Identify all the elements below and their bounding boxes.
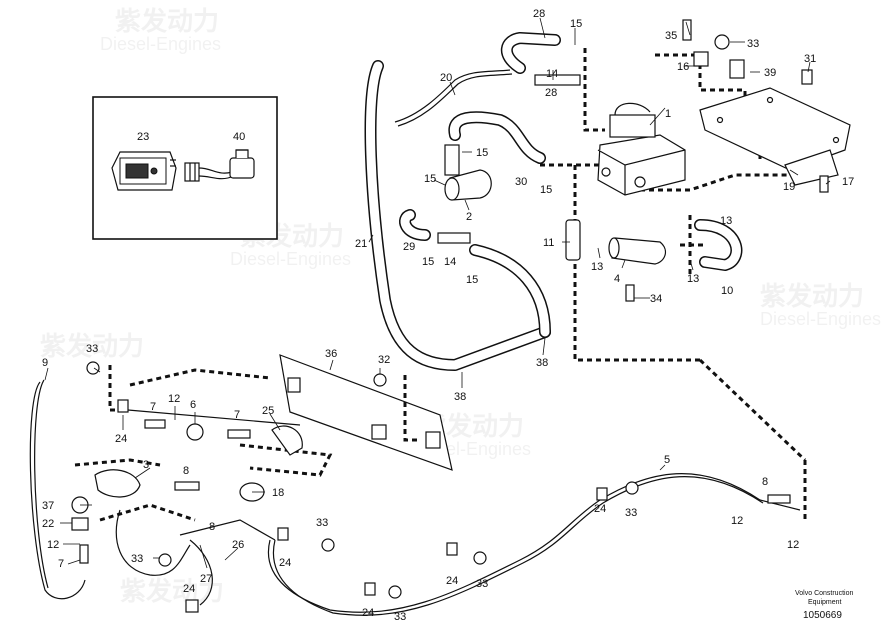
callout-25: 25 bbox=[262, 405, 274, 417]
callout-28: 28 bbox=[545, 87, 557, 99]
bracket-19 bbox=[699, 87, 851, 186]
callout-28: 28 bbox=[533, 8, 545, 20]
callout-22: 22 bbox=[42, 518, 54, 530]
svg-text:紫发动力: 紫发动力 bbox=[40, 331, 144, 361]
svg-text:紫发动力: 紫发动力 bbox=[120, 576, 224, 606]
callout-7: 7 bbox=[150, 401, 156, 413]
callout-24: 24 bbox=[362, 607, 374, 619]
callout-33: 33 bbox=[316, 517, 328, 529]
control-panel-23 bbox=[111, 151, 177, 191]
callout-27: 27 bbox=[200, 573, 212, 585]
callout-15: 15 bbox=[422, 256, 434, 268]
callout-33: 33 bbox=[394, 611, 406, 623]
callout-13: 13 bbox=[591, 261, 603, 273]
harness-40 bbox=[184, 149, 255, 182]
svg-text:Diesel-Engines: Diesel-Engines bbox=[230, 249, 351, 269]
callout-33: 33 bbox=[476, 578, 488, 590]
callout-11: 11 bbox=[543, 237, 554, 249]
callout-34: 34 bbox=[650, 293, 662, 305]
callout-24: 24 bbox=[446, 575, 458, 587]
callout-20: 20 bbox=[440, 72, 452, 84]
svg-text:Diesel-Engines: Diesel-Engines bbox=[760, 309, 881, 329]
clips-24 bbox=[86, 361, 639, 599]
callout-17: 17 bbox=[842, 176, 854, 188]
callout-15: 15 bbox=[476, 147, 488, 159]
callout-15: 15 bbox=[570, 18, 582, 30]
callout-12: 12 bbox=[168, 393, 180, 405]
callout-13: 13 bbox=[720, 215, 732, 227]
callout-29: 29 bbox=[403, 241, 415, 253]
callout-9: 9 bbox=[42, 357, 48, 369]
svg-text:紫发动力: 紫发动力 bbox=[115, 6, 219, 36]
callout-10: 10 bbox=[721, 285, 733, 297]
callout-18: 18 bbox=[272, 487, 284, 499]
callout-12: 12 bbox=[731, 515, 743, 527]
callout-14: 14 bbox=[444, 256, 456, 268]
callout-2: 2 bbox=[466, 211, 472, 223]
callout-37: 37 bbox=[42, 500, 54, 512]
mounting-plate-36 bbox=[279, 354, 453, 471]
callout-14: 14 bbox=[546, 68, 558, 80]
callout-13: 13 bbox=[687, 273, 699, 285]
callout-5: 5 bbox=[664, 454, 670, 466]
callout-26: 26 bbox=[232, 539, 244, 551]
callout-21: 21 bbox=[355, 238, 367, 250]
callout-33: 33 bbox=[747, 38, 759, 50]
caption-line-2: Equipment bbox=[808, 599, 842, 606]
callout-7: 7 bbox=[58, 558, 64, 570]
callout-6: 6 bbox=[190, 399, 196, 411]
caption: Volvo Construction Equipment 1050669 bbox=[795, 590, 853, 621]
callout-24: 24 bbox=[115, 433, 127, 445]
callout-7: 7 bbox=[234, 409, 240, 421]
callout-33: 33 bbox=[86, 343, 98, 355]
callout-35: 35 bbox=[665, 30, 677, 42]
callout-32: 32 bbox=[378, 354, 390, 366]
svg-text:紫发动力: 紫发动力 bbox=[760, 281, 864, 311]
callout-36: 36 bbox=[325, 348, 337, 360]
callout-12: 12 bbox=[47, 539, 59, 551]
coolant-hoses bbox=[364, 32, 743, 371]
callout-38: 38 bbox=[454, 391, 466, 403]
callout-15: 15 bbox=[540, 184, 552, 196]
callout-3: 3 bbox=[143, 459, 149, 471]
bolts bbox=[625, 19, 829, 302]
callout-1: 1 bbox=[665, 108, 671, 120]
cable-harness bbox=[29, 379, 801, 616]
valve-4 bbox=[565, 219, 667, 265]
callout-8: 8 bbox=[762, 476, 768, 488]
callout-39: 39 bbox=[764, 67, 776, 79]
heater-unit-1 bbox=[597, 102, 686, 196]
callout-15: 15 bbox=[424, 173, 436, 185]
callout-8: 8 bbox=[183, 465, 189, 477]
callout-labels: 28 15 35 33 31 16 39 20 14 28 1 15 15 30… bbox=[42, 8, 854, 623]
callout-24: 24 bbox=[279, 557, 291, 569]
leader-lines bbox=[44, 17, 831, 569]
callout-4: 4 bbox=[614, 273, 620, 285]
callout-24: 24 bbox=[183, 583, 195, 595]
callout-38: 38 bbox=[536, 357, 548, 369]
callout-33: 33 bbox=[131, 553, 143, 565]
pump-2 bbox=[444, 144, 492, 201]
callout-40: 40 bbox=[233, 131, 245, 143]
caption-line-1: Volvo Construction bbox=[795, 590, 853, 597]
callout-16: 16 bbox=[677, 61, 689, 73]
fittings-14 bbox=[437, 74, 581, 244]
callout-8: 8 bbox=[209, 521, 215, 533]
callout-31: 31 bbox=[804, 53, 816, 65]
callout-24: 24 bbox=[594, 503, 606, 515]
svg-text:Diesel-Engines: Diesel-Engines bbox=[100, 34, 221, 54]
inset-box bbox=[92, 96, 278, 240]
callout-12: 12 bbox=[787, 539, 799, 551]
callout-19: 19 bbox=[783, 181, 795, 193]
callout-23: 23 bbox=[137, 131, 149, 143]
callout-30: 30 bbox=[515, 176, 527, 188]
callout-33: 33 bbox=[625, 507, 637, 519]
figure-number: 1050669 bbox=[803, 610, 842, 621]
callout-15: 15 bbox=[466, 274, 478, 286]
